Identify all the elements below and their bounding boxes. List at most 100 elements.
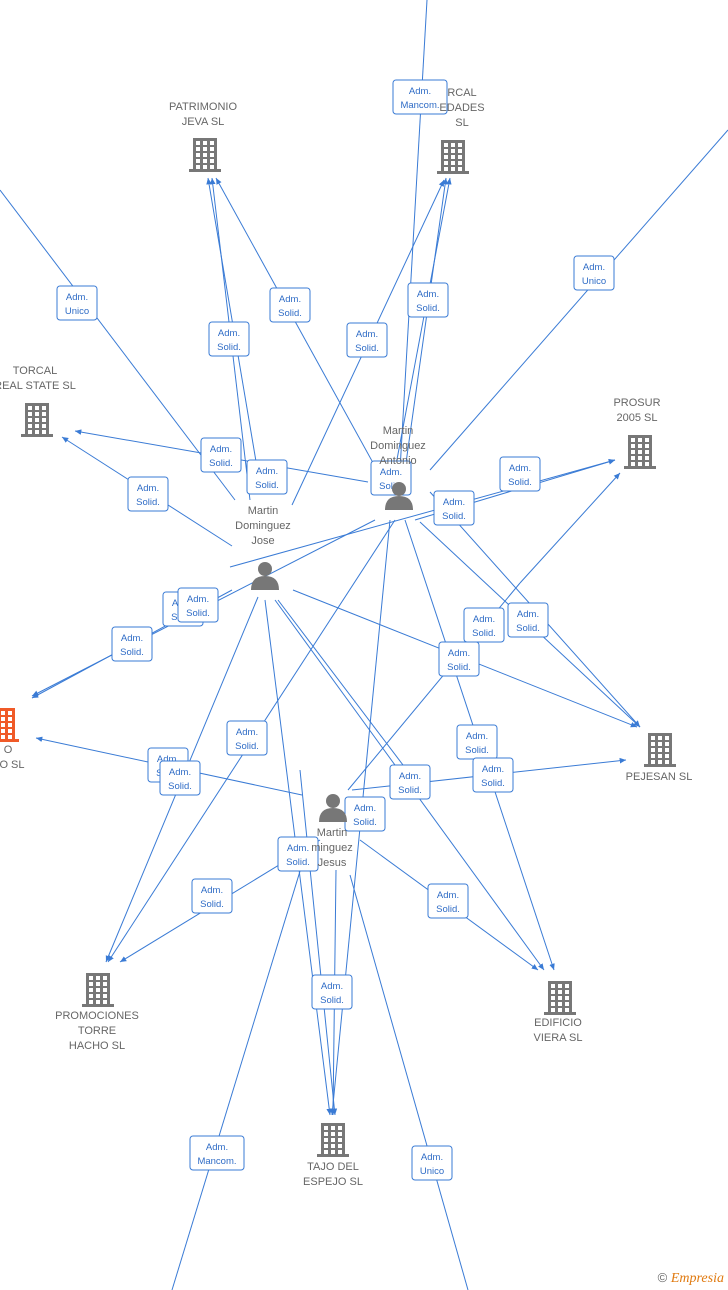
edge-label-text: Solid. <box>278 308 302 319</box>
node-torcal-real[interactable]: TORCAL REAL STATE SL <box>0 365 76 437</box>
node-label-line: Dominguez <box>370 440 426 452</box>
edge-label-text: Adm. <box>256 466 278 477</box>
edge-label-adm-solid[interactable]: Adm.Solid. <box>463 607 505 643</box>
edge-label-adm-solid[interactable]: Adm.Solid. <box>200 437 242 473</box>
edge-label-adm-solid[interactable]: Adm.Solid. <box>127 476 169 512</box>
edge-label-text: Solid. <box>481 778 505 789</box>
edge-label-text: Solid. <box>200 899 224 910</box>
edge-label-text: Adm. <box>187 594 209 605</box>
relation-edge <box>299 769 338 1116</box>
node-label-line: TORCAL <box>13 365 57 377</box>
edge-label-adm-mancom[interactable]: Adm.Mancom. <box>392 79 448 115</box>
edge-label-adm-unico[interactable]: Adm.Unico <box>411 1145 453 1181</box>
edge-label-text: Solid. <box>286 857 310 868</box>
edge-label-box <box>208 321 250 357</box>
edge-label-box <box>111 626 153 662</box>
edge-label-text: Adm. <box>356 329 378 340</box>
edge-label-adm-unico[interactable]: Adm.Unico <box>573 255 615 291</box>
edge-label-adm-solid[interactable]: Adm.Solid. <box>111 626 153 662</box>
edge-label-text: Adm. <box>157 754 179 765</box>
edge-label-adm-solid[interactable]: Adm.Solid. <box>208 321 250 357</box>
building-icon <box>437 140 469 174</box>
edge-label-adm-solid[interactable]: Adm.Solid. <box>438 641 480 677</box>
edge-label-adm-mancom[interactable]: Adm.Mancom. <box>189 1135 245 1171</box>
edge-label-adm-solid[interactable]: Adm.Solid. <box>499 456 541 492</box>
edge-label-adm-unico[interactable]: Adm.Unico <box>56 285 98 321</box>
node-label-line: O <box>4 744 13 756</box>
edge-label-text: Solid. <box>436 904 460 915</box>
edge-label-text: Solid. <box>353 817 377 828</box>
edge-label-text: Adm. <box>287 843 309 854</box>
edge-label-adm-solid[interactable]: Adm.Solid. <box>427 883 469 919</box>
edge-label-text: Adm. <box>321 981 343 992</box>
edge-label-box <box>573 255 615 291</box>
relation-edge <box>229 458 616 568</box>
edge-label-adm-solid[interactable]: Adm. Solid. <box>269 287 311 323</box>
edge-label-box <box>246 459 288 495</box>
edge-label-adm-solid[interactable]: Adm.Solid. <box>191 878 233 914</box>
edge-label-text: Adm. <box>279 294 301 305</box>
person-icon <box>319 794 347 822</box>
edge-label-adm-solid[interactable]: Adm.Solid. <box>246 459 288 495</box>
node-label-line: SL <box>455 117 468 129</box>
edge-label-box <box>411 1145 453 1181</box>
building-icon <box>644 733 676 767</box>
node-left-orange[interactable]: ODO SL <box>0 708 25 771</box>
edge-label-text: Adm. <box>210 444 232 455</box>
node-label-line: RCAL <box>447 87 476 99</box>
edge-label-box <box>189 1135 245 1171</box>
relation-edge <box>0 189 236 501</box>
node-label-line: Antonio <box>379 455 416 467</box>
edge-label-text: Adm. <box>517 609 539 620</box>
edge-label-box <box>159 760 201 796</box>
relation-edge <box>429 129 728 471</box>
node-label-line: EDIFICIO <box>534 1017 582 1029</box>
edge-label-adm-solid[interactable]: Adm.Solid. <box>344 796 386 832</box>
node-label-line: Martin <box>383 425 414 437</box>
edge-label-adm-solid[interactable]: Adm.Solid. <box>433 490 475 526</box>
edge-label-adm-solid[interactable]: Adm.Solid. <box>507 602 549 638</box>
edge-label-text: Adm. <box>236 727 258 738</box>
edge-label-box <box>127 476 169 512</box>
edge-label-adm-solid[interactable]: Adm. Solid. <box>277 836 319 872</box>
edge-label-text: Solid. <box>508 477 532 488</box>
relation-edge <box>349 874 469 1290</box>
edge-label-adm-solid[interactable]: Adm.Solid. <box>226 720 268 756</box>
edge-label-adm-solid[interactable]: Adm.Solid. <box>389 764 431 800</box>
node-label-line: Martin <box>248 505 279 517</box>
edge-label-text: Unico <box>420 1166 444 1177</box>
edge-label-box <box>427 883 469 919</box>
edge-label-text: Adm. <box>417 289 439 300</box>
edge-label-adm-solid[interactable]: Adm.Solid. <box>159 760 201 796</box>
edge-label-adm-solid[interactable]: Adm.Solid. <box>407 282 449 318</box>
edge-label-box <box>407 282 449 318</box>
edge-label-box <box>200 437 242 473</box>
edge-label-text: Adm. <box>448 648 470 659</box>
building-icon <box>317 1123 349 1157</box>
edge-label-text: Adm. <box>66 292 88 303</box>
edge-label-adm-solid[interactable]: Adm.Solid. <box>311 974 353 1010</box>
node-label-line: REAL STATE SL <box>0 380 76 392</box>
relation-edge <box>399 0 428 471</box>
edge-label-adm-solid[interactable]: Adm.Solid. <box>177 587 219 623</box>
edge-label-adm-solid[interactable]: Adm.Solid. <box>456 724 498 760</box>
empresia-logo[interactable]: Empresia <box>670 1271 724 1286</box>
edge-label-adm-solid[interactable]: Adm.Solid. <box>346 322 388 358</box>
node-pejesan[interactable]: PEJESAN SL <box>626 733 693 783</box>
relation-edge <box>277 599 404 766</box>
copyright-symbol: © <box>657 1270 668 1285</box>
node-label-line: PROSUR <box>613 397 660 409</box>
edge-label-adm-solid[interactable]: Adm.Solid. <box>472 757 514 793</box>
edge-label-text: Solid. <box>398 785 422 796</box>
